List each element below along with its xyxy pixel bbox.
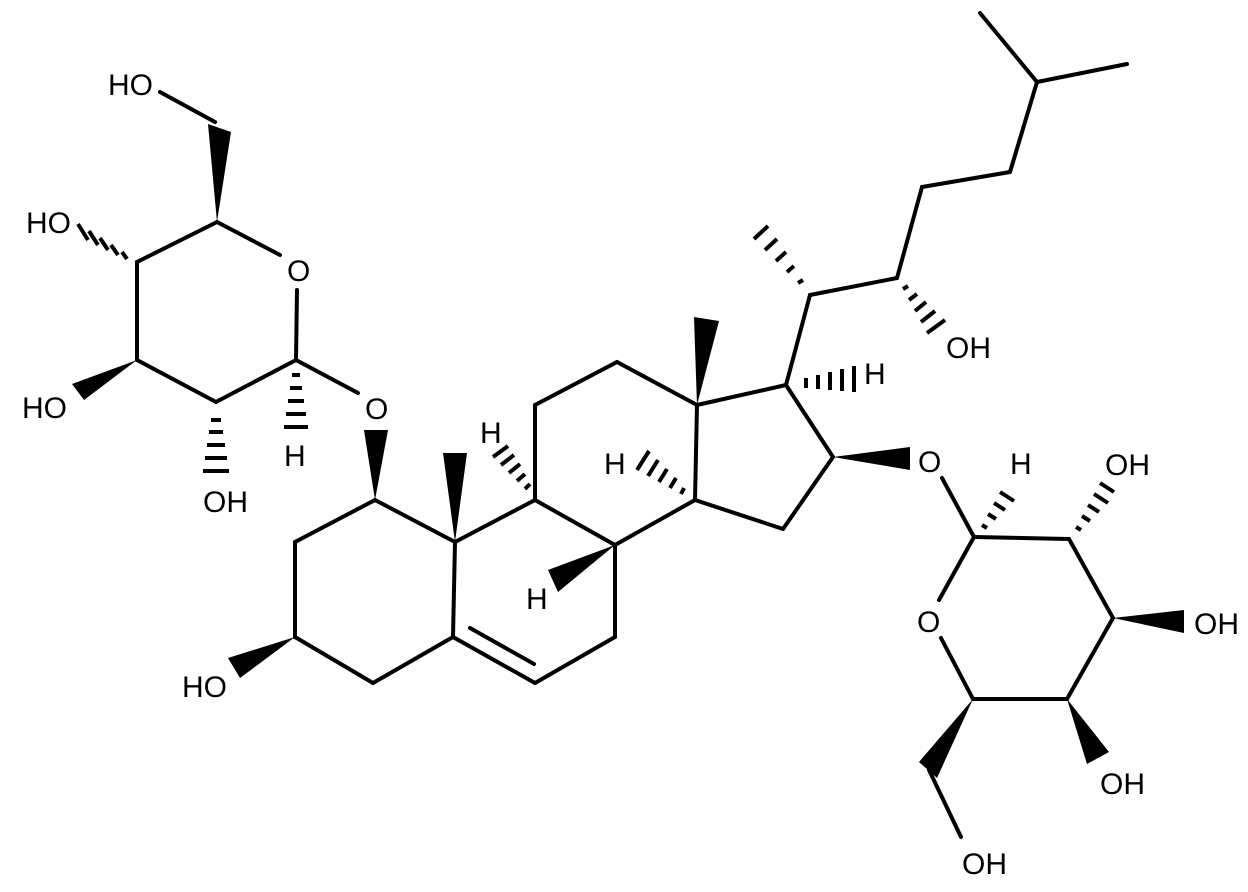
atom-label: H xyxy=(864,358,886,391)
hashed-bond xyxy=(752,224,805,285)
wedge-bond xyxy=(364,430,388,500)
wedge-bond xyxy=(548,545,615,592)
atom-label: OH xyxy=(1194,608,1239,641)
sugar-ring-1: HO HO HO OH O H O xyxy=(22,69,388,519)
atom-label: HO xyxy=(108,69,153,102)
hashed-bond xyxy=(203,418,229,473)
wedge-bond xyxy=(443,453,467,542)
wedge-bond xyxy=(72,360,137,400)
steroid-core: HO H H H H OH O xyxy=(182,11,1129,704)
atom-label: OH xyxy=(1105,449,1150,482)
atom-label: OH xyxy=(1100,768,1145,801)
wedge-bond xyxy=(833,447,910,470)
sugar-ring-2: H OH OH OH O OH xyxy=(917,448,1239,881)
hashed-bond xyxy=(635,449,686,495)
atom-label: O xyxy=(365,393,388,426)
atom-label: O xyxy=(918,446,941,479)
atom-label: H xyxy=(1010,448,1032,481)
atom-label: OH xyxy=(946,332,991,365)
atom-label: HO xyxy=(22,392,67,425)
atom-label: OH xyxy=(203,486,248,519)
atom-label: H xyxy=(480,417,502,450)
wedge-bond xyxy=(1067,699,1109,764)
atom-label: H xyxy=(604,448,626,481)
wedge-bond xyxy=(1113,610,1184,633)
hashed-bond xyxy=(980,490,1016,530)
hashed-bond xyxy=(284,373,308,429)
wedge-bond xyxy=(208,124,231,222)
hashed-bond xyxy=(76,222,129,261)
hashed-bond xyxy=(804,366,856,392)
wedge-bond xyxy=(694,317,719,405)
atom-label: H xyxy=(526,583,548,616)
atom-label: HO xyxy=(26,207,71,240)
atom-label: H xyxy=(284,440,306,473)
hashed-bond xyxy=(1074,481,1116,532)
atom-label: HO xyxy=(182,671,227,704)
atom-label: O xyxy=(287,255,310,288)
atom-label: O xyxy=(917,606,940,639)
wedge-bond xyxy=(228,637,295,678)
wedge-bond xyxy=(919,699,973,778)
hashed-bond xyxy=(901,284,947,335)
hashed-bond xyxy=(491,444,532,491)
atom-label: OH xyxy=(962,848,1007,881)
